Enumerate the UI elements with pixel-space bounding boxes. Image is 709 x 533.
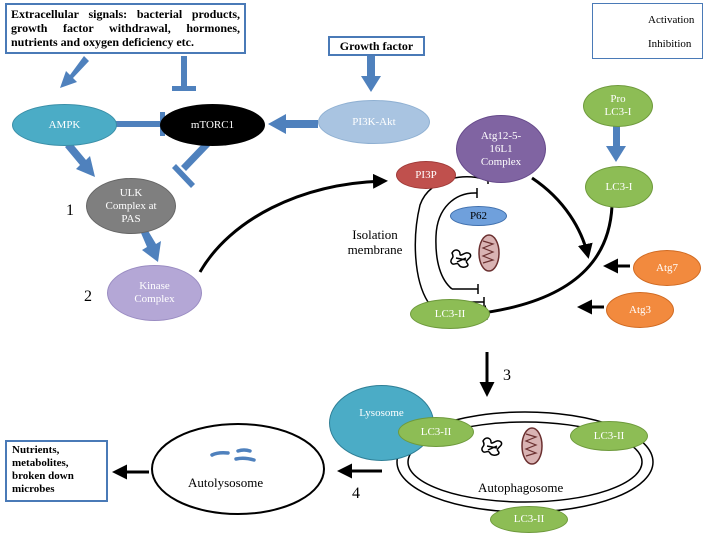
node-ulk-label: ULK Complex at PAS [105, 186, 157, 225]
growth-factor-text: Growth factor [339, 39, 414, 53]
node-pi3p-label: PI3P [415, 168, 437, 181]
node-lysosome-label: Lysosome [359, 406, 404, 419]
node-ampk-label: AMPK [48, 118, 81, 131]
arrow-growth-factor-to-pi3k [361, 56, 381, 92]
extracellular-signals-box: Extracellular signals: bacterial product… [5, 3, 246, 54]
node-pro-lc3-label: Pro LC3-I [604, 93, 632, 118]
inhibit-signals-to-mtorc1 [172, 56, 196, 91]
protein-aggregate-icon-2 [481, 437, 503, 456]
legend-activation-label: Activation [648, 14, 695, 26]
degraded-fragments-icon [210, 448, 256, 462]
node-atg7-label: Atg7 [656, 261, 678, 274]
mitochondrion-icon [478, 234, 500, 272]
step-3: 3 [503, 367, 511, 384]
arrow-signals-to-ampk [60, 56, 89, 88]
arrow-ampk-to-ulk [65, 142, 95, 177]
node-pi3k-akt: PI3K-Akt [318, 100, 430, 144]
arrow-kinase-to-pi3p [198, 173, 388, 273]
arrow-prolc3-to-lc3i [606, 126, 626, 162]
node-lc3-ii-membrane: LC3-II [410, 299, 490, 329]
node-p62: P62 [450, 206, 507, 226]
inhibit-mtorc1-to-ulk [172, 141, 210, 188]
arrow-atg12-to-lc3 [531, 176, 593, 259]
node-lc3-i-label: LC3-I [605, 180, 633, 193]
node-p62-label: P62 [469, 209, 488, 222]
extracellular-signals-text: Extracellular signals: bacterial product… [11, 7, 240, 49]
legend-box: Activation Inhibition [592, 3, 703, 59]
node-ulk-complex: ULK Complex at PAS [86, 178, 176, 234]
node-atg12-complex: Atg12-5-16L1 Complex [456, 115, 546, 183]
node-pi3k-akt-label: PI3K-Akt [352, 115, 396, 128]
node-lc3-ii-left: LC3-II [398, 417, 474, 447]
nutrients-box: Nutrients, metabolites, broken down micr… [5, 440, 108, 502]
node-kinase-complex: Kinase Complex [107, 265, 202, 321]
nutrients-text: Nutrients, metabolites, broken down micr… [12, 444, 74, 495]
autolysosome-label: Autolysosome [188, 475, 264, 490]
legend-inhibition-label: Inhibition [648, 38, 692, 50]
isolation-membrane [414, 175, 489, 306]
node-lc3-i: LC3-I [585, 166, 653, 208]
node-ampk: AMPK [12, 104, 117, 146]
node-atg7: Atg7 [633, 250, 701, 286]
node-atg3: Atg3 [606, 292, 674, 328]
node-atg3-label: Atg3 [629, 303, 651, 316]
autophagosome-label: Autophagosome [478, 480, 564, 495]
isolation-membrane-text: Isolation membrane [347, 227, 403, 257]
growth-factor-box: Growth factor [328, 36, 425, 56]
inhibit-ampk-to-mtorc1 [115, 112, 165, 136]
node-mtorc1: mTORC1 [160, 104, 265, 146]
step-4: 4 [352, 485, 360, 502]
arrow-ulk-to-kinase [141, 229, 161, 262]
arrow-pi3k-to-mtorc1 [268, 114, 318, 134]
autolysosome-membrane [151, 423, 325, 515]
node-lc3-ii-right: LC3-II [570, 421, 648, 451]
node-mtorc1-label: mTORC1 [190, 118, 235, 131]
node-lc3-ii-membrane-label: LC3-II [434, 307, 466, 320]
node-atg12-label: Atg12-5-16L1 Complex [480, 129, 522, 168]
node-lc3-ii-bottom: LC3-II [490, 506, 568, 533]
step-1: 1 [66, 202, 74, 219]
node-kinase-label: Kinase Complex [134, 280, 175, 305]
node-pi3p: PI3P [396, 161, 456, 189]
node-lc3-ii-bottom-label: LC3-II [513, 513, 545, 525]
node-lc3-ii-left-label: LC3-II [420, 425, 452, 438]
node-pro-lc3-i: Pro LC3-I [583, 85, 653, 127]
mitochondrion-icon-2 [521, 427, 543, 465]
arrow-lc3i-to-lc3ii [472, 205, 614, 320]
node-lc3-ii-right-label: LC3-II [593, 429, 625, 442]
isolation-membrane-label: Isolation membrane [340, 227, 410, 257]
protein-aggregate-icon [450, 249, 472, 268]
step-2: 2 [84, 288, 92, 305]
